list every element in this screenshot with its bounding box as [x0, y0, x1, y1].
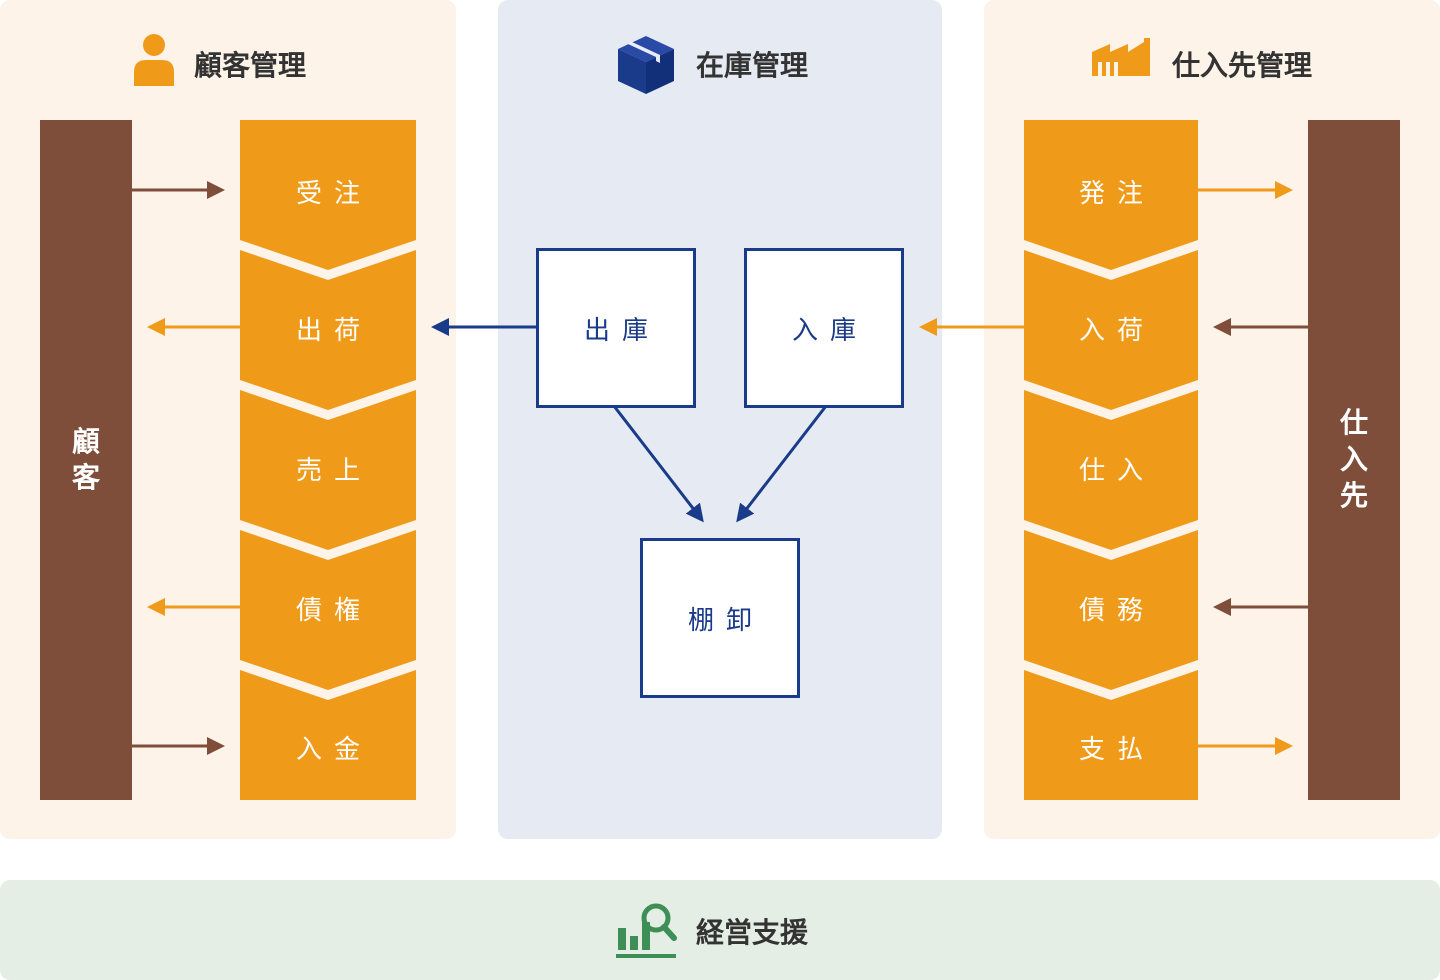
- factory-icon: [1092, 38, 1150, 76]
- customer-step-2-shape: [240, 250, 416, 410]
- arrow-receiving-to-stocktake: [736, 405, 828, 523]
- management-support-panel: [0, 880, 1440, 980]
- supplier-step-4-shape: [1024, 530, 1198, 690]
- person-icon: [134, 34, 174, 86]
- box-icon: [618, 36, 674, 94]
- chart-search-icon: [616, 903, 677, 958]
- receiving-box: 入庫: [744, 248, 904, 408]
- inventory-management-title: 在庫管理: [696, 49, 809, 82]
- stocktake-box: 棚卸: [640, 538, 800, 698]
- customer-step-5-shape: [240, 670, 416, 800]
- customer-step-3-shape: [240, 390, 416, 550]
- customer-entity-bar: 顧 客: [40, 120, 132, 800]
- customer-step-4-shape: [240, 530, 416, 690]
- supplier-step-5-label: 支払: [1078, 735, 1155, 765]
- supplier-entity-bar: 仕 入 先: [1308, 120, 1400, 800]
- customer-step-4-label: 債権: [295, 596, 372, 626]
- receiving-label: 入庫: [791, 315, 868, 346]
- supplier-step-2-shape: [1024, 250, 1198, 410]
- supplier-entity-label: 仕 入 先: [1339, 406, 1368, 513]
- supplier-step-5-shape: [1024, 670, 1198, 800]
- customer-step-1-shape: [240, 120, 416, 270]
- supplier-step-3-shape: [1024, 390, 1198, 550]
- customer-step-5-label: 入金: [295, 735, 372, 765]
- arrow-dispatch-to-stocktake: [612, 405, 704, 523]
- customer-step-3-label: 売上: [295, 456, 372, 486]
- supplier-step-4-label: 債務: [1078, 596, 1155, 626]
- customer-step-1-label: 受注: [295, 179, 372, 209]
- supplier-step-1-label: 発注: [1078, 179, 1155, 209]
- customer-step-2-label: 出荷: [295, 316, 372, 346]
- customer-management-title: 顧客管理: [194, 49, 307, 82]
- customer-entity-label: 顧 客: [71, 424, 100, 494]
- supplier-step-1-shape: [1024, 120, 1198, 270]
- dispatch-box: 出庫: [536, 248, 696, 408]
- supplier-management-title: 仕入先管理: [1172, 49, 1313, 82]
- dispatch-label: 出庫: [583, 315, 660, 346]
- inventory-management-panel: [498, 0, 942, 839]
- management-support-title: 経営支援: [696, 916, 809, 949]
- supplier-step-2-label: 入荷: [1078, 316, 1155, 346]
- stocktake-label: 棚卸: [687, 605, 764, 636]
- supplier-step-3-label: 仕入: [1078, 456, 1155, 486]
